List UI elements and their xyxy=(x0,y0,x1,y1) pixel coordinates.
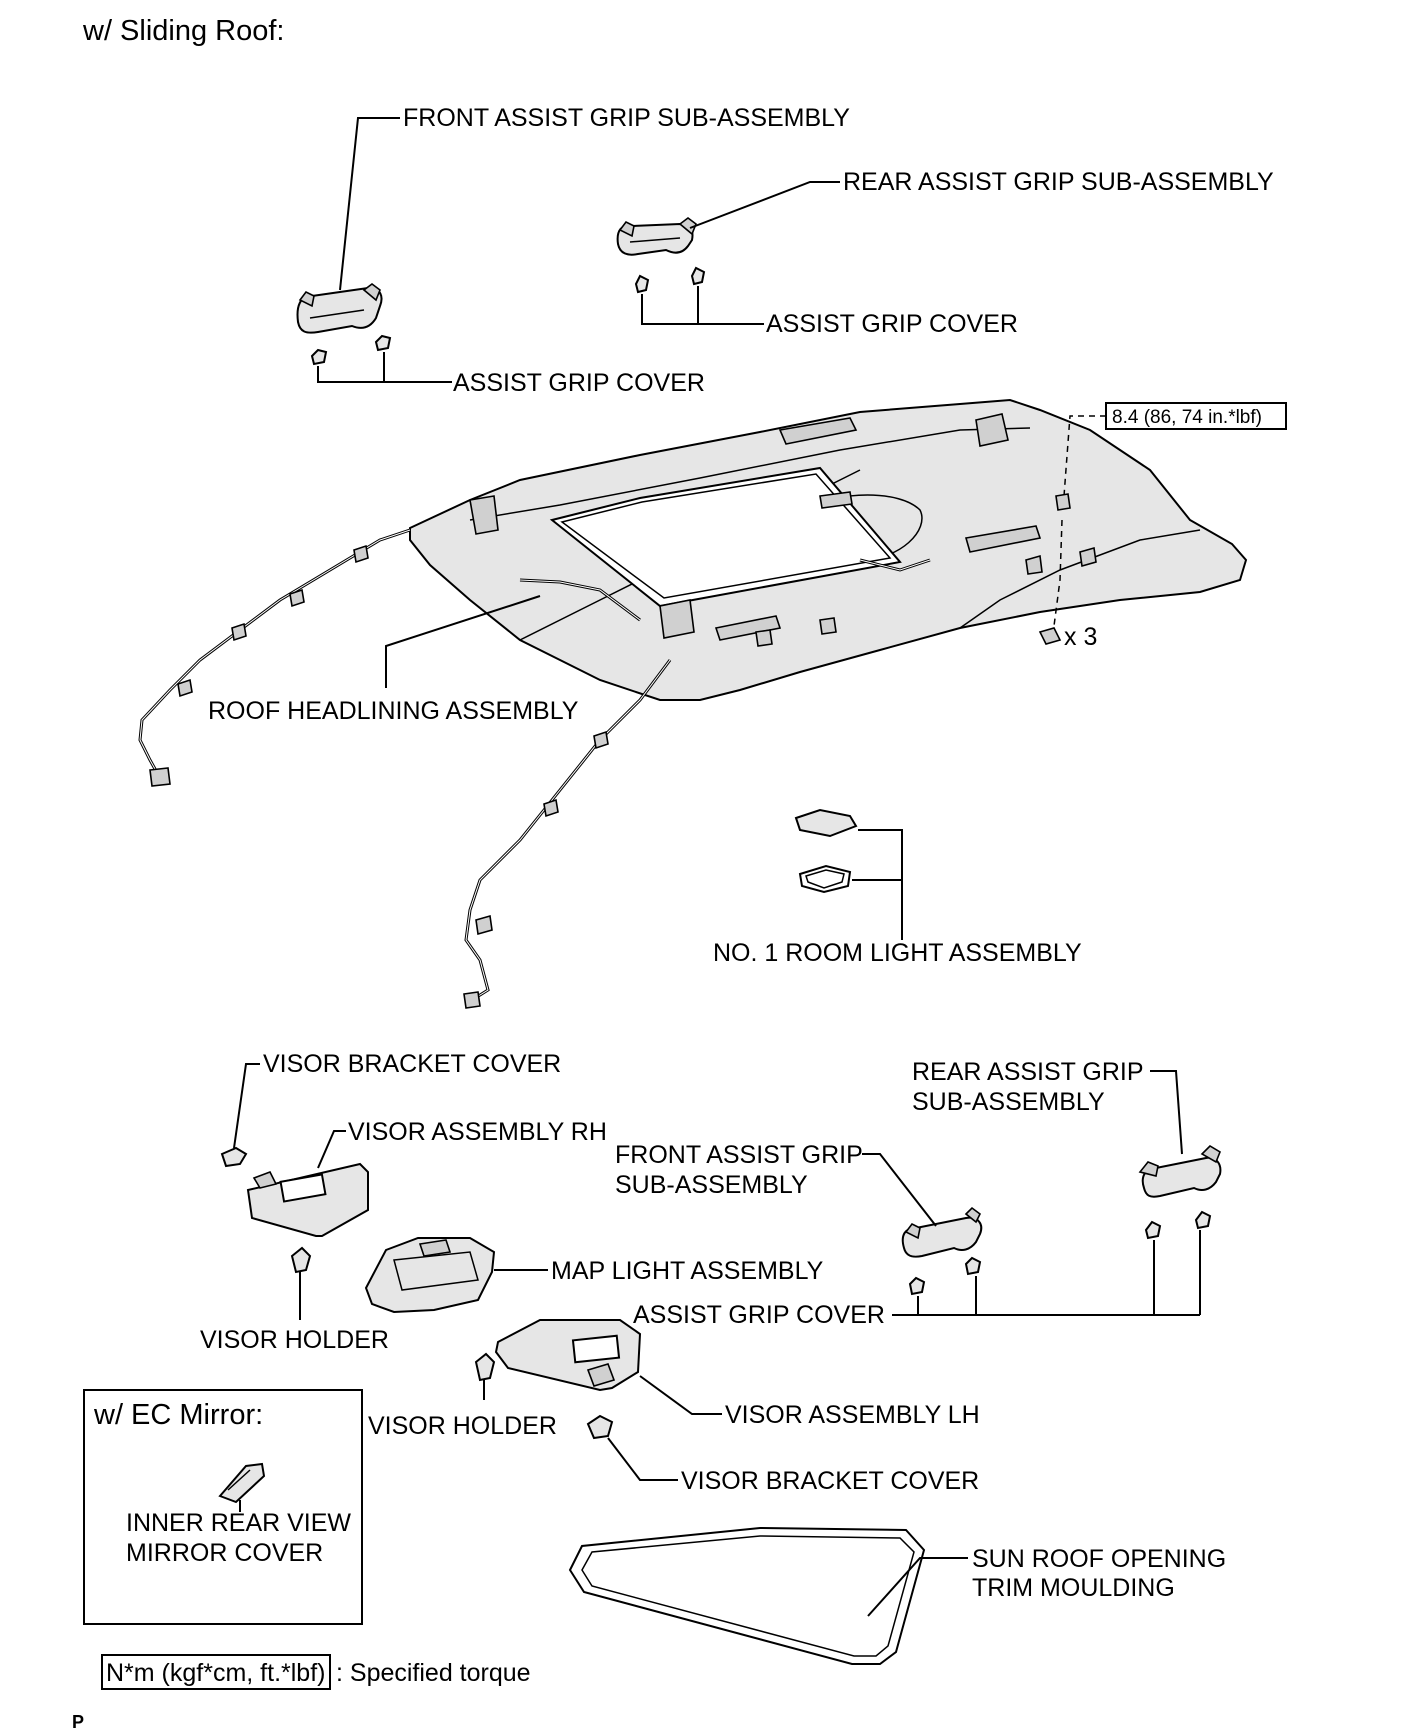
visor-bracket-cover-bottom xyxy=(586,1414,614,1440)
front-assist-grip-top xyxy=(296,283,383,334)
leader-sunroof-trim xyxy=(867,1557,968,1617)
map-light-label: MAP LIGHT ASSEMBLY xyxy=(551,1257,824,1285)
leader-grip-cover-top-left xyxy=(317,352,452,383)
rear-grip-top-label: REAR ASSIST GRIP SUB-ASSEMBLY xyxy=(843,168,1274,196)
ec-mirror-label-2: MIRROR COVER xyxy=(126,1539,323,1567)
torque-legend-unit: N*m (kgf*cm, ft.*lbf) xyxy=(106,1659,325,1687)
leader-rear-grip-top xyxy=(689,181,840,229)
visor-bracket-bottom-label: VISOR BRACKET COVER xyxy=(681,1467,979,1495)
visor-lh-label: VISOR ASSEMBLY LH xyxy=(725,1401,980,1429)
roof-headlining-assembly xyxy=(409,398,1248,701)
visor-holder-left xyxy=(290,1246,312,1274)
leader-room-light xyxy=(852,829,903,940)
map-light-assembly xyxy=(364,1237,496,1314)
ec-mirror-box xyxy=(83,1389,363,1625)
sunroof-trim-moulding xyxy=(568,1526,926,1665)
sunroof-trim-label-2: TRIM MOULDING xyxy=(972,1574,1175,1602)
leader-visor-bracket-bottom xyxy=(607,1437,678,1481)
ec-mirror-title: w/ EC Mirror: xyxy=(93,1399,263,1431)
grip-cover-lower-label: ASSIST GRIP COVER xyxy=(633,1301,885,1329)
assist-grip-cover-top-right-parts xyxy=(634,266,706,294)
visor-bracket-cover-top xyxy=(220,1146,248,1168)
assist-grip-cover-top-left-parts xyxy=(310,334,392,366)
sunroof-trim-label-1: SUN ROOF OPENING xyxy=(972,1545,1226,1573)
corner-mark: P xyxy=(72,1712,84,1732)
torque-bolt xyxy=(1055,493,1071,511)
rear-assist-grip-top xyxy=(616,217,697,256)
front-assist-grip-lower xyxy=(901,1206,983,1258)
front-grip-lower-label-2: SUB-ASSEMBLY xyxy=(615,1171,808,1199)
torque-legend-box xyxy=(101,1654,331,1690)
visor-holder-left-label: VISOR HOLDER xyxy=(200,1326,389,1354)
front-grip-lower-label-1: FRONT ASSIST GRIP xyxy=(615,1141,863,1169)
clip-count: x 3 xyxy=(1064,623,1097,651)
visor-assembly-rh xyxy=(246,1162,369,1237)
roof-wire-harness xyxy=(138,528,931,1009)
roof-headlining-label: ROOF HEADLINING ASSEMBLY xyxy=(208,697,579,725)
torque-leader xyxy=(1063,415,1106,497)
leader-front-grip-lower xyxy=(862,1153,937,1227)
leader-visor-bracket-top xyxy=(233,1063,260,1149)
clip-leader xyxy=(1053,519,1063,627)
leader-grip-cover-lower xyxy=(892,1230,1201,1316)
room-light-label: NO. 1 ROOM LIGHT ASSEMBLY xyxy=(713,939,1082,967)
assist-grip-cover-front-lower-parts xyxy=(908,1256,982,1296)
rear-grip-lower-label-2: SUB-ASSEMBLY xyxy=(912,1088,1105,1116)
leader-front-grip-top xyxy=(339,117,400,291)
ec-mirror-label-1: INNER REAR VIEW xyxy=(126,1509,351,1537)
assist-grip-cover-rear-lower-parts xyxy=(1144,1210,1212,1240)
visor-holder-mid xyxy=(474,1352,496,1382)
visor-rh-label: VISOR ASSEMBLY RH xyxy=(348,1118,607,1146)
rear-grip-lower-label-1: REAR ASSIST GRIP xyxy=(912,1058,1144,1086)
page-title: w/ Sliding Roof: xyxy=(82,15,285,47)
visor-bracket-top-label: VISOR BRACKET COVER xyxy=(263,1050,561,1078)
visor-holder-mid-label: VISOR HOLDER xyxy=(368,1412,557,1440)
room-light-assembly xyxy=(794,808,858,894)
leader-visor-rh xyxy=(317,1130,346,1169)
rear-assist-grip-lower xyxy=(1138,1144,1222,1198)
torque-spec-value: 8.4 (86, 74 in.*lbf) xyxy=(1112,407,1262,428)
leader-visor-lh xyxy=(639,1375,722,1415)
inner-rear-view-mirror-cover xyxy=(218,1462,266,1504)
front-grip-top-label: FRONT ASSIST GRIP SUB-ASSEMBLY xyxy=(403,104,850,132)
torque-legend-text: : Specified torque xyxy=(336,1659,531,1687)
leader-roof-headlining xyxy=(385,595,541,688)
leader-grip-cover-top-right xyxy=(641,286,764,325)
grip-cover-top-left-label: ASSIST GRIP COVER xyxy=(453,369,705,397)
visor-assembly-lh xyxy=(494,1319,642,1392)
clip xyxy=(1038,627,1062,645)
grip-cover-top-right-label: ASSIST GRIP COVER xyxy=(766,310,1018,338)
leader-rear-grip-lower xyxy=(1150,1070,1183,1155)
